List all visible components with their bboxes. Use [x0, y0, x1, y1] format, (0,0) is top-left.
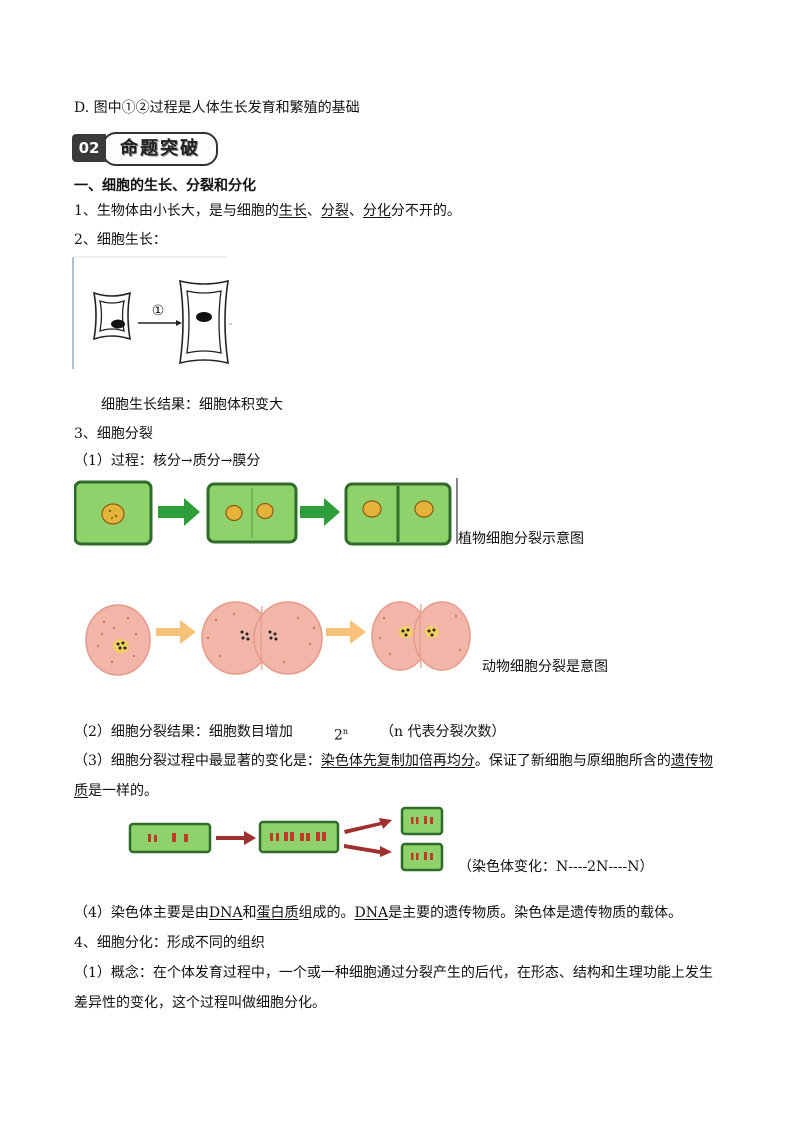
p1-underline-differentiation: 分化 — [362, 203, 391, 219]
change-text-end: 是一样的。 — [88, 783, 158, 799]
orange-arrow-2 — [326, 620, 366, 644]
change-underline-genetic-end: 质 — [74, 783, 88, 799]
red-arrow-1 — [216, 831, 256, 845]
change-text: （3）细胞分裂过程中最显著的变化是： — [74, 753, 321, 769]
red-arrow-2 — [344, 818, 392, 834]
plant-caption: 植物细胞分裂示意图 — [458, 531, 584, 547]
option-d: D. 图中①②过程是人体生长发育和繁殖的基础 — [74, 100, 360, 116]
dna-text-end: 是主要的遗传物质。染色体是遗传物质的载体。 — [388, 905, 683, 921]
result-formula: 2n — [334, 722, 348, 746]
paragraph-2: 2、细胞生长： — [74, 232, 167, 248]
p1-underline-growth: 生长 — [278, 203, 307, 219]
p1-underline-division: 分裂 — [320, 203, 349, 219]
chromosome-figure — [128, 806, 444, 872]
concept-line-2: 差异性的变化，这个过程叫做细胞分化。 — [74, 995, 326, 1011]
paragraph-4: 4、细胞分化：形成不同的组织 — [74, 935, 265, 951]
badge-text: 命题突破 — [102, 132, 218, 166]
animal-cell-division-figure — [85, 601, 471, 676]
green-arrow-2 — [300, 498, 340, 526]
section-title: 一、细胞的生长、分裂和分化 — [74, 178, 256, 194]
p1-sep: 、 — [348, 203, 363, 219]
change-underline-genetic: 遗传物 — [670, 753, 713, 769]
result-note: （n 代表分裂次数） — [380, 724, 506, 740]
dna-underline-1: DNA — [208, 905, 243, 921]
growth-step-label: ① — [152, 303, 165, 319]
p1-sep: 、 — [306, 203, 321, 219]
formula-base: 2 — [334, 727, 343, 744]
result-text: （2）细胞分裂结果：细胞数目增加 — [74, 724, 293, 740]
paragraph-1: 1、生物体由小长大，是与细胞的生长、分裂、分化分不开的。 — [74, 201, 461, 221]
change-underline-chromosome: 染色体先复制加倍再均分 — [320, 753, 475, 769]
paragraph-3: 3、细胞分裂 — [74, 426, 153, 442]
dna-text-mid: 组成的。 — [298, 905, 355, 921]
change-text-mid: 。保证了新细胞与原细胞所含的 — [474, 753, 671, 769]
dna-underline-2: DNA — [354, 905, 389, 921]
division-result: （2）细胞分裂结果：细胞数目增加 — [74, 722, 293, 742]
chromosome-composition: （4）染色体主要是由DNA和蛋白质组成的。DNA是主要的遗传物质。染色体是遗传物… — [74, 903, 682, 923]
division-change-cont: 质是一样的。 — [74, 781, 158, 801]
cell-growth-figure: ① — [72, 256, 232, 369]
orange-arrow-1 — [156, 620, 196, 644]
formula-exponent: n — [342, 727, 349, 736]
dna-text-and: 和 — [242, 905, 257, 921]
green-arrow-1 — [158, 498, 200, 526]
dna-text: （4）染色体主要是由 — [74, 905, 209, 921]
chromosome-caption: （染色体变化：N----2N----N） — [458, 859, 654, 875]
p1-text: 1、生物体由小长大，是与细胞的 — [74, 203, 279, 219]
plant-cell-division-figure — [74, 478, 458, 546]
concept-line-1: （1）概念：在个体发育过程中，一个或一种细胞通过分裂产生的后代，在形态、结构和生… — [74, 965, 713, 981]
division-change: （3）细胞分裂过程中最显著的变化是：染色体先复制加倍再均分。保证了新细胞与原细胞… — [74, 751, 713, 771]
division-process: （1）过程：核分→质分→膜分 — [74, 453, 261, 469]
growth-result: 细胞生长结果：细胞体积变大 — [101, 397, 283, 413]
section-badge: 命题突破 02 — [72, 132, 218, 166]
animal-caption: 动物细胞分裂是意图 — [482, 659, 608, 675]
red-arrow-3 — [344, 844, 392, 857]
p1-text-end: 分不开的。 — [390, 203, 461, 219]
dna-underline-protein: 蛋白质 — [256, 905, 299, 921]
badge-number: 02 — [72, 134, 106, 162]
